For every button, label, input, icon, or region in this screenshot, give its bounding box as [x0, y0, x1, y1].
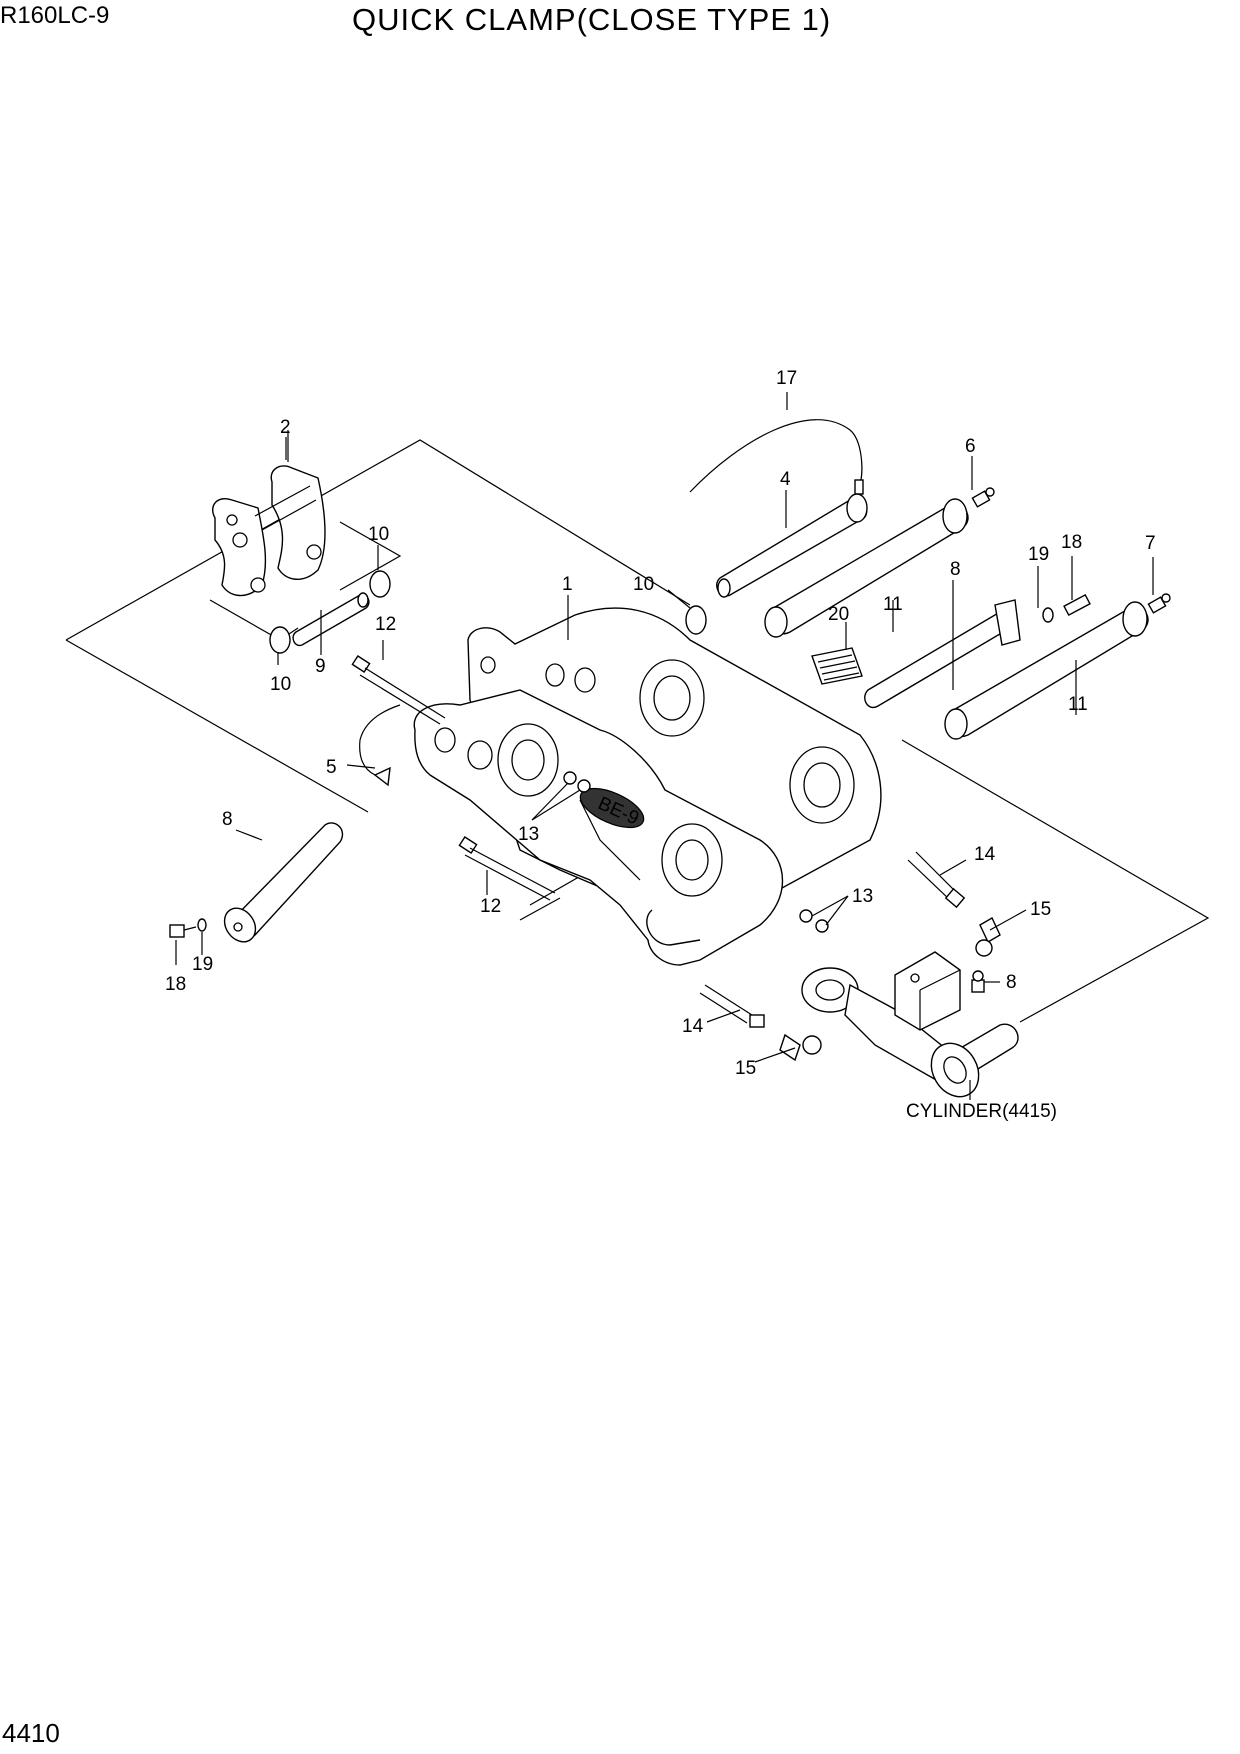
callout-10-right: 10	[633, 574, 654, 595]
part-4-pin	[716, 493, 868, 598]
part-8-fitting-cyl	[971, 970, 985, 993]
part-14-hose-upper	[907, 851, 966, 909]
callout-17: 17	[776, 368, 797, 389]
callout-13-left: 13	[518, 824, 539, 845]
cylinder-reference-label: CYLINDER(4415)	[906, 1101, 1057, 1122]
part-18-bolt-left	[169, 924, 197, 938]
callout-10-left: 10	[270, 674, 291, 695]
callout-12-upper: 12	[375, 614, 396, 635]
callout-5: 5	[326, 757, 337, 778]
part-9-pin	[292, 592, 370, 647]
part-13-nuts	[563, 771, 829, 933]
part-20-label	[811, 647, 863, 685]
callout-12-lower: 12	[480, 896, 501, 917]
part-10-ring-right	[685, 605, 707, 635]
part-11-pin-lower	[944, 601, 1149, 740]
part-19-washer-right	[1042, 607, 1054, 623]
cylinder-assembly	[801, 951, 1019, 1098]
part-11-pin-upper	[764, 498, 969, 638]
part-18-bolt-right	[1063, 594, 1091, 616]
callout-10-top: 10	[368, 524, 389, 545]
part-2-clamp-hook	[209, 430, 402, 641]
part-19-washer-left	[197, 918, 207, 932]
callout-18-right: 18	[1061, 532, 1082, 553]
callout-4: 4	[780, 469, 791, 490]
leader-lines	[175, 392, 1154, 1100]
part-8-fitting-top	[971, 487, 995, 508]
callout-19-right: 19	[1028, 544, 1049, 565]
callout-8-top: 6	[965, 436, 976, 457]
callout-19-left: 19	[192, 954, 213, 975]
page-title: QUICK CLAMP(CLOSE TYPE 1)	[352, 2, 832, 37]
callout-numbers: 17 2 6 4 10 18 19 7 1 10 8 11 12 20 9 10…	[165, 368, 1156, 1122]
part-7-pin	[864, 599, 1021, 709]
callout-11-lower: 11	[1068, 694, 1088, 715]
callout-8-cyl: 8	[1006, 972, 1017, 993]
part-12-bolt-upper	[351, 655, 446, 725]
callout-20: 20	[828, 604, 849, 625]
callout-15-upper: 15	[1030, 899, 1051, 920]
callout-13-right: 13	[852, 886, 873, 907]
callout-11-upper: 11	[883, 594, 903, 615]
callout-18-left: 18	[165, 974, 186, 995]
callout-7: 8	[950, 559, 961, 580]
part-6-pin	[223, 822, 344, 943]
part-12-bolt-lower	[458, 836, 556, 901]
part-10-ring-left	[269, 570, 391, 654]
callout-2: 2	[280, 417, 291, 438]
callout-9: 9	[315, 656, 326, 677]
callout-15-lower: 15	[735, 1058, 756, 1079]
part-15-elbow-upper	[975, 917, 1001, 957]
part-15-elbow-lower	[779, 1033, 822, 1062]
callout-6: 8	[222, 809, 233, 830]
page-number: 4410	[2, 1718, 60, 1748]
part-14-hose-lower	[699, 984, 765, 1028]
model-code: R160LC-9	[0, 2, 110, 29]
part-17-wire	[689, 419, 864, 495]
callout-1: 1	[562, 574, 573, 595]
callout-14-upper: 14	[974, 844, 996, 865]
callout-14-lower: 14	[682, 1016, 704, 1037]
part-5-lock-pin	[359, 704, 401, 787]
callout-8-right: 7	[1145, 533, 1156, 554]
part-8-fitting-right	[1147, 593, 1171, 614]
part-1-main-frame: BE-9	[413, 607, 882, 966]
